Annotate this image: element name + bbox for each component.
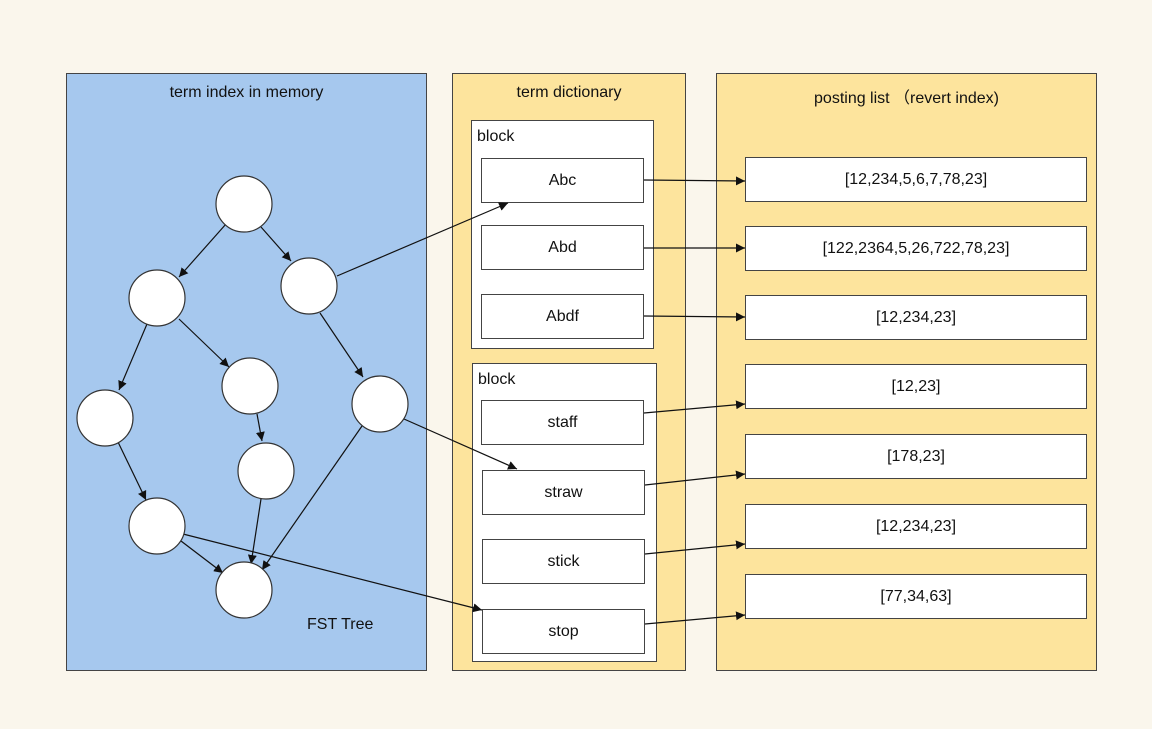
term-stick: stick <box>482 539 645 584</box>
posting-list-7: [77,34,63] <box>745 574 1087 619</box>
posting-list-4: [12,23] <box>745 364 1087 409</box>
fst-tree-label: FST Tree <box>307 616 374 633</box>
term-index-title: term index in memory <box>169 84 324 101</box>
term-abc: Abc <box>481 158 644 203</box>
posting-list-6: [12,234,23] <box>745 504 1087 549</box>
term-abd: Abd <box>481 225 644 270</box>
term-index-panel: term index in memory <box>66 73 427 671</box>
posting-list-3: [12,234,23] <box>745 295 1087 340</box>
term-straw: straw <box>482 470 645 515</box>
term-abdf: Abdf <box>481 294 644 339</box>
block-label: block <box>478 371 516 388</box>
posting-list-5: [178,23] <box>745 434 1087 479</box>
posting-list-title: posting list （revert index) <box>814 90 999 107</box>
term-dictionary-title: term dictionary <box>516 84 622 101</box>
term-stop: stop <box>482 609 645 654</box>
posting-list-1: [12,234,5,6,7,78,23] <box>745 157 1087 202</box>
posting-list-2: [122,2364,5,26,722,78,23] <box>745 226 1087 271</box>
term-staff: staff <box>481 400 644 445</box>
block-label: block <box>477 128 515 145</box>
